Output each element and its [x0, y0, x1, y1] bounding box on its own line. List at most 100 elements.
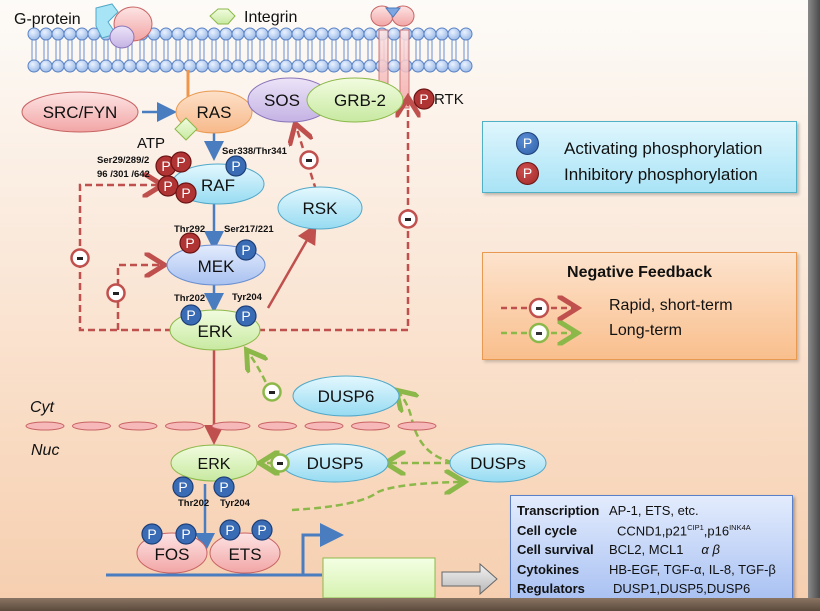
- envelope-segment: [211, 421, 251, 431]
- svg-text:P: P: [225, 522, 234, 538]
- svg-text:ERK: ERK: [198, 322, 234, 341]
- inhibitory-phospho-icon: P: [175, 182, 197, 204]
- long-term-inhibition-icon: [270, 453, 290, 473]
- raf-inhibitory-sites-label: Ser29/289/2: [97, 155, 149, 166]
- rapid-feedback-label: Rapid, short-term: [609, 297, 733, 314]
- integrin-label: Integrin: [244, 9, 297, 26]
- long-feedback-lines: [248, 352, 462, 512]
- phosphorylation-legend: P P Activating phosphorylation Inhibitor…: [482, 121, 797, 193]
- svg-text:RAS: RAS: [197, 103, 232, 122]
- nucleus-label: Nuc: [31, 442, 59, 459]
- inhibitory-phospho-icon: P: [170, 151, 192, 173]
- svg-text:ETS: ETS: [228, 545, 261, 564]
- svg-text:P: P: [241, 242, 250, 258]
- activating-phospho-icon: P: [235, 305, 257, 327]
- svg-text:P: P: [181, 185, 190, 201]
- envelope-segment: [397, 421, 437, 431]
- erk-nuc-tyr-site-label: Tyr204: [220, 498, 251, 509]
- svg-text:SRC/FYN: SRC/FYN: [43, 103, 118, 122]
- feedback-erk-rtk: [258, 100, 408, 332]
- window-frame-bottom: [0, 598, 820, 611]
- rapid-inhibition-icon: [299, 150, 319, 170]
- long-feedback-label: Long-term: [609, 322, 682, 339]
- negative-feedback-legend: Negative Feedback Rapid, short-term Long…: [482, 252, 797, 360]
- target-category: Cell cycle: [517, 522, 577, 538]
- node-src-fyn: SRC/FYN: [21, 91, 139, 133]
- svg-text:P: P: [161, 158, 170, 174]
- activating-phospho-icon: P: [235, 239, 257, 261]
- target-extra: α β: [701, 542, 720, 558]
- svg-text:DUSPs: DUSPs: [470, 454, 526, 473]
- node-grb2: GRB-2: [306, 77, 404, 123]
- node-rsk: RSK: [277, 186, 363, 230]
- svg-text:P: P: [419, 91, 428, 107]
- arrow-erk-dusps: [291, 482, 462, 512]
- envelope-segment: [118, 421, 158, 431]
- rapid-inhibition-icon: [70, 248, 90, 268]
- activating-phospho-icon: P: [213, 476, 235, 498]
- arrow-erk-rsk: [266, 223, 317, 309]
- long-feedback-swatch-icon: [501, 324, 575, 342]
- mek-inhibitory-site-label: Thr292: [174, 224, 205, 235]
- pathway-diagram: G-protein Integrin RTK: [0, 0, 808, 598]
- inhibitory-legend-label: Inhibitory phosphorylation: [564, 165, 758, 184]
- activating-phospho-icon: P: [251, 519, 273, 541]
- svg-text:ATP: ATP: [137, 135, 165, 152]
- envelope-segment: [258, 421, 297, 431]
- envelope-segment: [72, 421, 111, 431]
- activating-phospho-icon: P: [141, 523, 163, 545]
- feedback-legend-swatches: [501, 295, 597, 355]
- erk-tyr-site-label: Tyr204: [232, 292, 263, 303]
- svg-text:P: P: [231, 158, 240, 174]
- signal-arrows: [142, 102, 224, 553]
- svg-text:P: P: [185, 235, 194, 251]
- arrow-dusps-dusp6: [398, 392, 453, 464]
- target-category: Transcription: [517, 503, 600, 519]
- activating-phospho-icon: P: [219, 519, 241, 541]
- target-value: CCND1,p21CIP1,p16INK4A: [617, 522, 751, 538]
- svg-text:ERK: ERK: [198, 456, 231, 473]
- svg-text:FOS: FOS: [155, 545, 190, 564]
- activating-legend-label: Activating phosphorylation: [564, 139, 763, 158]
- target-value: DUSP1,DUSP5,DUSP6: [613, 581, 751, 597]
- target-category: Regulators: [517, 581, 585, 597]
- target-row: Cytokines HB-EGF, TGF-α, IL-8, TGF-β: [517, 560, 786, 580]
- svg-text:SOS: SOS: [264, 91, 300, 110]
- target-genes-box: Transcription AP-1, ETS, etc. Cell cycle…: [510, 495, 793, 598]
- svg-text:RAF: RAF: [201, 176, 235, 195]
- rapid-inhibition-icon: [106, 283, 126, 303]
- target-row: Transcription AP-1, ETS, etc.: [517, 501, 786, 521]
- target-gene-box: [322, 557, 436, 598]
- envelope-segment: [351, 421, 390, 431]
- svg-text:P: P: [186, 307, 195, 323]
- node-ets: ETS: [209, 532, 281, 574]
- feedback-erk-mek: [116, 265, 162, 330]
- erk-nuc-thr-site-label: Thr202: [178, 498, 209, 509]
- transcription-start-arrow: [301, 523, 344, 575]
- inhibitory-p-icon: P: [516, 162, 539, 185]
- inhibitory-phospho-icon: P: [413, 88, 435, 110]
- rtk-receptor: [370, 5, 415, 109]
- svg-text:DUSP5: DUSP5: [307, 454, 364, 473]
- g-protein-label: G-protein: [14, 11, 81, 28]
- target-value: HB-EGF, TGF-α, IL-8, TGF-β: [609, 561, 776, 577]
- activating-phospho-icon: P: [172, 476, 194, 498]
- node-dusp5: DUSP5: [281, 443, 389, 483]
- nuclear-envelope: [25, 421, 437, 431]
- feedback-erk-raf: [78, 185, 172, 332]
- inhibitory-phospho-icon: P: [179, 232, 201, 254]
- envelope-segment: [165, 421, 204, 431]
- activating-phospho-icon: P: [180, 304, 202, 326]
- svg-text:P: P: [257, 522, 266, 538]
- mek-activating-site-label: Ser217/221: [224, 224, 274, 235]
- window-frame-right: [808, 0, 820, 611]
- feedback-legend-title: Negative Feedback: [567, 264, 712, 281]
- rtk-label: RTK: [434, 91, 464, 108]
- node-erk-nuclear: ERK: [170, 444, 258, 482]
- rapid-inhibition-icon: [398, 209, 418, 229]
- cytoplasm-label: Cyt: [30, 399, 55, 416]
- raf-inhibitory-sites-label-2: 96 /301 /642: [97, 169, 150, 180]
- target-value: AP-1, ETS, etc.: [609, 503, 699, 519]
- envelope-segment: [25, 421, 65, 431]
